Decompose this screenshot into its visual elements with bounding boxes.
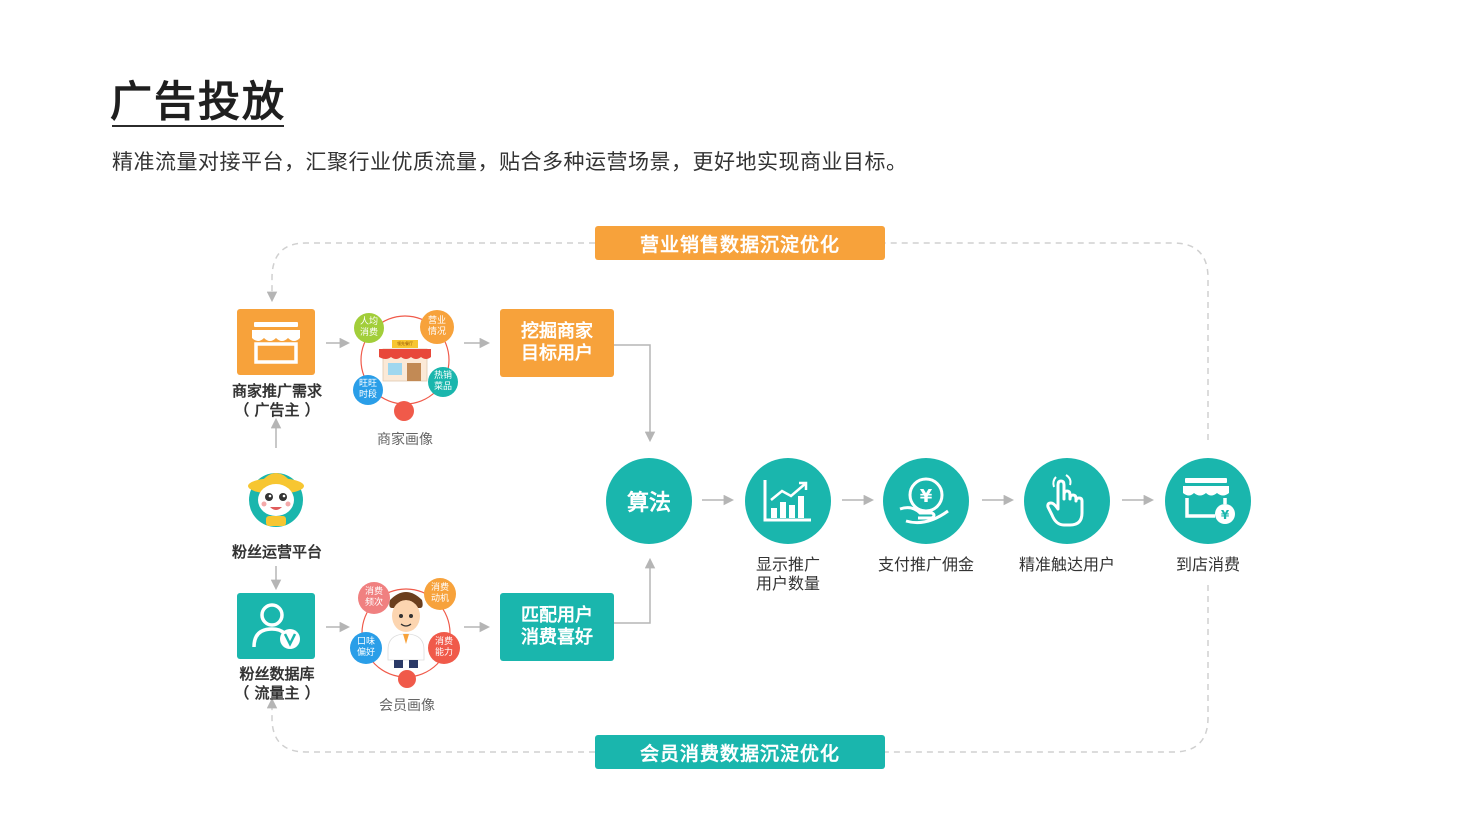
merchant-persona: 领先餐厅 人均 消费 营业 情况 旺旺 时段 热销 菜品 [350,305,460,421]
bottom-loop-label: 会员消费数据沉淀优化 [595,735,885,769]
merchant-sign-text: 领先餐厅 [397,341,413,346]
bubble-dot [394,401,414,421]
bar-chart-icon [745,458,831,544]
bubble-dot [398,670,416,688]
match-box-line1: 匹配用户 [521,605,593,626]
storefront-icon [237,309,315,375]
bubble-hot-dishes-line1: 热销 [433,371,452,381]
arrow-mine-to-algorithm [614,344,656,443]
merchant-persona-ring [360,315,450,405]
bubble-frequency-line2: 频次 [364,598,383,608]
match-box-line2: 消费喜好 [521,627,593,648]
user-profile-icon [237,593,315,659]
bubble-avg-spend-line2: 消费 [359,328,378,338]
coin-hand-icon: ¥ [883,458,969,544]
bubble-hot-dishes-line2: 菜品 [433,382,452,392]
bubble-avg-spend: 人均 消费 [354,313,384,343]
top-loop-label: 营业销售数据沉淀优化 [595,226,885,260]
bubble-ability-line2: 能力 [434,648,453,658]
mine-box-line2: 目标用户 [521,343,593,364]
page-title: 广告投放 [110,77,287,126]
step-label-4-line1: 到店消费 [1175,555,1240,574]
fans-db-label-line1: 粉丝数据库 [239,665,315,683]
bubble-motivation-line2: 动机 [430,594,449,604]
bubble-motivation: 消费 动机 [424,578,456,610]
member-persona-caption: 会员画像 [379,698,435,714]
top-loop-line [272,242,1209,440]
bubble-avg-spend-line1: 人均 [359,317,378,327]
bubble-business-status: 营业 情况 [420,310,454,344]
step-label-1-line2: 用户数量 [755,574,820,593]
svg-text:¥: ¥ [1221,508,1230,522]
match-preferences-box: 匹配用户 消费喜好 [500,593,614,661]
step-label-1-line1: 显示推广 [755,555,820,574]
svg-text:¥: ¥ [920,486,933,507]
bubble-motivation-line1: 消费 [430,583,449,593]
arrow-match-to-algorithm [614,557,656,624]
bubble-peak-hours-line2: 时段 [358,390,377,400]
step-label-4: 到店消费 [1148,555,1268,574]
bubble-frequency: 消费 频次 [358,582,390,614]
algorithm-circle: 算法 [606,458,692,544]
step-label-3-line1: 精准触达用户 [1018,555,1115,574]
merchant-persona-caption: 商家画像 [377,432,433,448]
bubble-ability: 消费 能力 [428,632,460,664]
bubble-taste: 口味 偏好 [350,632,382,664]
bottom-loop-line [272,585,1209,753]
bubble-hot-dishes: 热销 菜品 [428,367,458,397]
title-underline [112,125,284,127]
bubble-frequency-line1: 消费 [364,587,383,597]
fans-db-label: 粉丝数据库 （ 流量主 ） [218,665,336,703]
step-label-3: 精准触达用户 [1007,555,1127,574]
merchant-label-line2: （ 广告主 ） [234,401,320,419]
step-label-2: 支付推广佣金 [866,555,986,574]
bubble-taste-line1: 口味 [356,637,375,647]
store-payment-icon: ¥ [1165,458,1251,544]
bubble-peak-hours-line1: 旺旺 [358,379,377,389]
bubble-business-status-line2: 情况 [427,327,446,337]
step-label-2-line1: 支付推广佣金 [877,555,974,574]
mine-box-line1: 挖掘商家 [521,321,593,342]
step-label-1: 显示推广 用户数量 [728,555,848,593]
bubble-taste-line2: 偏好 [356,648,375,658]
platform-label: 粉丝运营平台 [231,543,322,561]
pointing-hand-icon [1024,458,1110,544]
bubble-peak-hours: 旺旺 时段 [353,375,383,405]
bubble-ability-line1: 消费 [434,637,453,647]
mine-target-users-box: 挖掘商家 目标用户 [500,309,614,377]
bubble-business-status-line1: 营业 [427,316,446,326]
merchant-label: 商家推广需求 （ 广告主 ） [218,382,336,420]
algorithm-label: 算法 [626,491,671,516]
merchant-label-line1: 商家推广需求 [231,382,322,400]
fans-db-label-line2: （ 流量主 ） [234,684,320,702]
mascot-icon [240,460,312,532]
page-subtitle: 精准流量对接平台，汇聚行业优质流量，贴合多种运营场景，更好地实现商业目标。 [112,150,908,174]
member-persona: 消费 频次 消费 动机 口味 偏好 消费 能力 [350,578,464,688]
